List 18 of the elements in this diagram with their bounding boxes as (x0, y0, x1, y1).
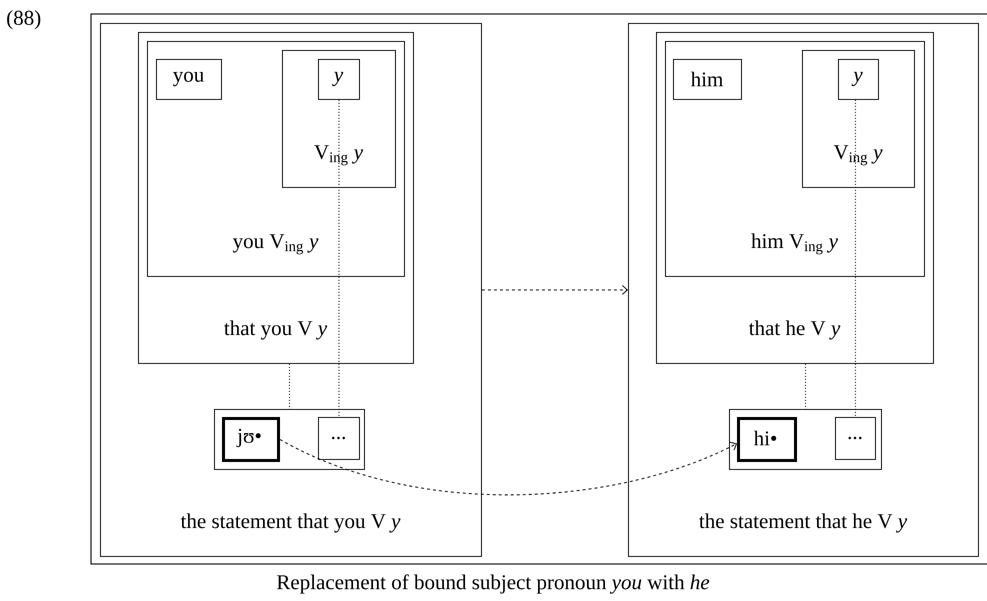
dotted-line (804, 363, 806, 410)
word-box: y (838, 59, 879, 100)
sound-group-box (214, 409, 365, 470)
word-box: y (318, 59, 360, 100)
example-number: (88) (7, 10, 40, 30)
sound-box: hi• (737, 417, 797, 462)
sound-box: ... (835, 417, 876, 460)
dotted-line (288, 363, 290, 410)
arrow (481, 285, 628, 295)
word-box: him (673, 59, 742, 100)
sound-box: jʊ• (222, 417, 280, 462)
curved-arrow (280, 439, 737, 496)
caption: Replacement of bound subject pronoun you with he (276, 574, 710, 594)
dotted-line (338, 99, 340, 418)
word-box: you (156, 59, 222, 100)
sound-group-box (729, 409, 882, 470)
sound-box: ... (318, 417, 360, 460)
dotted-line (854, 99, 856, 418)
